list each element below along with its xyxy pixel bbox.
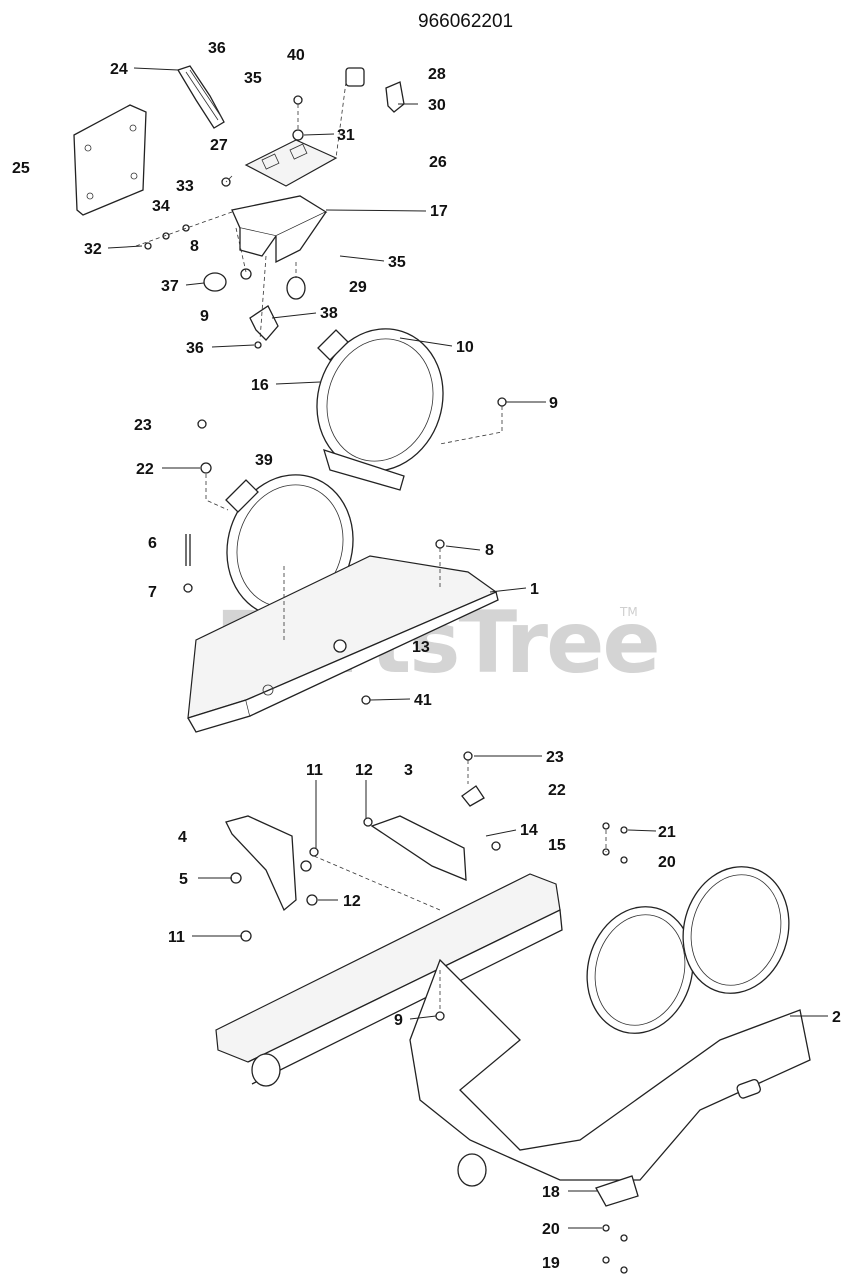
callout-label[interactable]: 2	[832, 1009, 841, 1026]
callout-label[interactable]: 3	[404, 762, 413, 779]
clamp-part	[249, 305, 279, 341]
callout-label[interactable]: 28	[428, 66, 446, 83]
callout-label[interactable]: 9	[200, 308, 209, 325]
callout-label[interactable]: 38	[320, 305, 338, 322]
lower-assembly-drawing	[215, 751, 811, 1274]
watermark-trademark: TM	[619, 605, 638, 619]
grommet-part	[203, 272, 227, 292]
callout-label[interactable]: 41	[414, 692, 432, 709]
solenoid-part	[286, 276, 306, 300]
callout-label[interactable]: 4	[178, 829, 187, 846]
middle-assembly-drawing	[183, 328, 507, 733]
knob-part	[345, 67, 365, 87]
support-bracket-part	[370, 815, 467, 881]
control-plate-part	[244, 139, 338, 187]
callout-label[interactable]: 31	[337, 127, 355, 144]
callout-label[interactable]: 18	[542, 1184, 560, 1201]
callout-label[interactable]: 8	[485, 542, 494, 559]
callout-label[interactable]: 1	[530, 581, 539, 598]
hitch-plate-part	[595, 1175, 639, 1207]
callout-label[interactable]: 29	[349, 279, 367, 296]
callout-label[interactable]: 11	[168, 929, 185, 946]
callout-label[interactable]: 11	[306, 762, 323, 779]
callout-label[interactable]: 17	[430, 203, 448, 220]
callout-label[interactable]: 25	[12, 160, 30, 177]
callout-label[interactable]: 22	[136, 461, 154, 478]
callout-label[interactable]: 39	[255, 452, 273, 469]
callout-label[interactable]: 23	[546, 749, 564, 766]
frame-body-part	[409, 958, 811, 1181]
tank-band-20a-part	[586, 906, 694, 1034]
callout-label[interactable]: 27	[210, 137, 228, 154]
throttle-cable-part	[177, 65, 225, 129]
callout-label[interactable]: 26	[429, 154, 447, 171]
tank-band-20b-part	[682, 866, 790, 994]
callout-label[interactable]: 20	[658, 854, 676, 871]
mount-bracket-part	[225, 815, 297, 912]
callout-label[interactable]: 20	[542, 1221, 560, 1238]
leader-lines	[107, 67, 828, 1229]
callout-label[interactable]: 5	[179, 871, 188, 888]
callout-label[interactable]: 14	[520, 822, 538, 839]
callout-label[interactable]: 35	[244, 70, 262, 87]
callout-label[interactable]: 34	[152, 198, 170, 215]
callout-label[interactable]: 6	[148, 535, 157, 552]
callout-label[interactable]: 40	[287, 47, 305, 64]
callout-label[interactable]: 12	[355, 762, 373, 779]
callout-labels: 36 40 24 35 28 30 31 27 26 25 33 34 17 3…	[12, 40, 841, 1272]
switch-part	[385, 81, 405, 113]
callout-label[interactable]: 37	[161, 278, 179, 295]
callout-label[interactable]: 13	[412, 639, 430, 656]
upper-assembly-drawing	[73, 65, 405, 349]
callout-label[interactable]: 21	[658, 824, 676, 841]
callout-label[interactable]: 35	[388, 254, 406, 271]
heat-shield-part	[73, 104, 147, 216]
diagram-title: 966062201	[418, 11, 513, 32]
callout-label[interactable]: 9	[549, 395, 558, 412]
callout-label[interactable]: 19	[542, 1255, 560, 1272]
callout-label[interactable]: 36	[208, 40, 226, 57]
callout-label[interactable]: 7	[148, 584, 157, 601]
callout-label[interactable]: 12	[343, 893, 361, 910]
callout-label[interactable]: 8	[190, 238, 199, 255]
callout-label[interactable]: 36	[186, 340, 204, 357]
callout-label[interactable]: 30	[428, 97, 446, 114]
callout-label[interactable]: 23	[134, 417, 152, 434]
callout-label[interactable]: 10	[456, 339, 474, 356]
callout-label[interactable]: 32	[84, 241, 102, 258]
callout-label[interactable]: 15	[548, 837, 566, 854]
callout-label[interactable]: 24	[110, 61, 128, 78]
callout-label[interactable]: 16	[251, 377, 269, 394]
callout-label[interactable]: 22	[548, 782, 566, 799]
callout-label[interactable]: 9	[394, 1012, 403, 1029]
callout-label[interactable]: 33	[176, 178, 194, 195]
